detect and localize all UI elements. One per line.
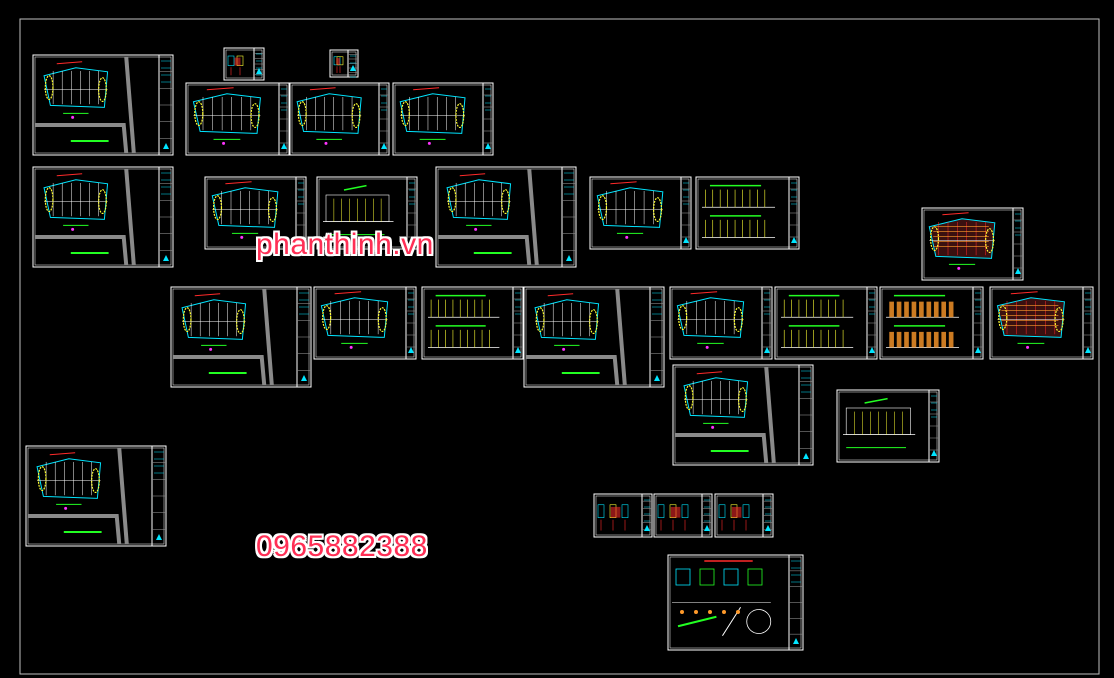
sheet-site-plan-5[interactable] xyxy=(523,286,665,388)
sheet-details-large[interactable] xyxy=(667,554,804,651)
sheet-detail-small-2[interactable] xyxy=(329,49,359,78)
sheet-floor-plan-4[interactable] xyxy=(204,176,307,250)
sheet-floor-plan-2[interactable] xyxy=(289,82,390,156)
sheet-floor-plan-7[interactable] xyxy=(669,286,773,360)
sheet-elevation-1[interactable] xyxy=(316,176,418,250)
model-space-boundary xyxy=(19,18,1100,675)
sheet-plan-colored-2[interactable] xyxy=(989,286,1094,360)
sheet-section-2[interactable] xyxy=(421,286,524,360)
sheet-floor-plan-6[interactable] xyxy=(313,286,417,360)
sheet-detail-strip-2[interactable] xyxy=(653,493,713,538)
sheet-elevation-2[interactable] xyxy=(836,389,940,463)
sheet-site-plan-7[interactable] xyxy=(25,445,167,547)
sheet-section-1[interactable] xyxy=(695,176,800,250)
sheet-site-plan-4[interactable] xyxy=(170,286,312,388)
sheet-plan-colored-1[interactable] xyxy=(921,207,1024,281)
sheet-site-plan-3[interactable] xyxy=(435,166,577,268)
sheet-section-3[interactable] xyxy=(774,286,878,360)
sheet-site-plan-2[interactable] xyxy=(32,166,174,268)
sheet-detail-strip-3[interactable] xyxy=(714,493,774,538)
sheet-detail-strip-1[interactable] xyxy=(593,493,653,538)
sheet-floor-plan-5[interactable] xyxy=(589,176,692,250)
sheet-floor-plan-1[interactable] xyxy=(185,82,290,156)
sheet-section-colored-1[interactable] xyxy=(879,286,984,360)
sheet-site-plan-6[interactable] xyxy=(672,364,814,466)
website-watermark: phanthinh.vn xyxy=(256,228,434,261)
sheet-site-plan-1[interactable] xyxy=(32,54,174,156)
phone-watermark: 0965882388 xyxy=(256,530,428,563)
sheet-detail-small-1[interactable] xyxy=(223,47,265,81)
sheet-floor-plan-3[interactable] xyxy=(392,82,494,156)
